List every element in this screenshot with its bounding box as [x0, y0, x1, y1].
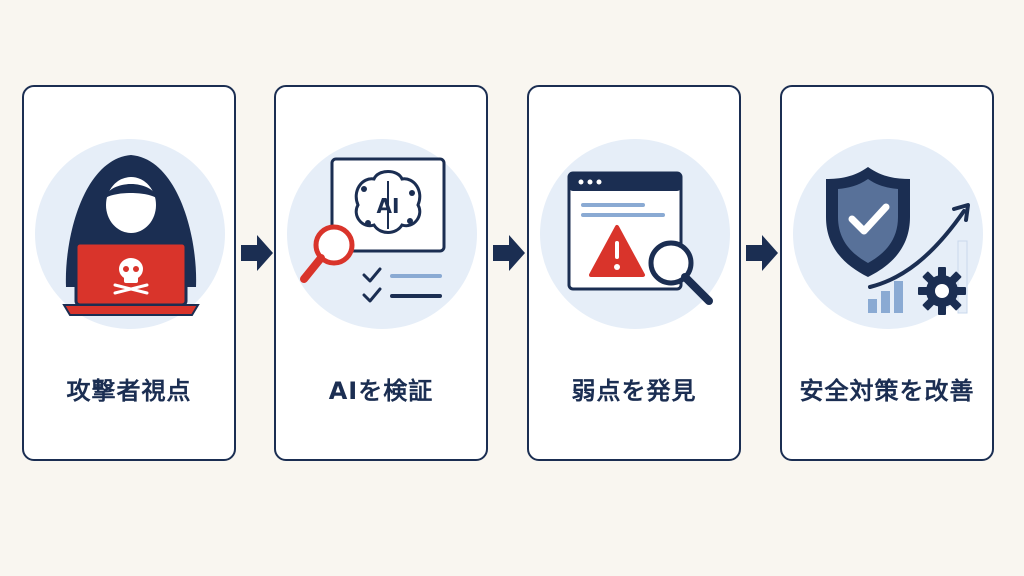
step-label: 弱点を発見 [571, 377, 697, 405]
step-label: AIを検証 [328, 377, 434, 405]
step-card-3: 弱点を発見 [527, 85, 741, 461]
step-label: 安全対策を改善 [799, 377, 975, 405]
ai-icon-text: AI [377, 194, 400, 218]
hacker-laptop-icon [62, 155, 200, 316]
warning-window-search-icon [567, 171, 713, 305]
step-card-1: 攻撃者視点 [22, 85, 236, 461]
shield-check-growth-icon [826, 167, 970, 315]
ai-brain-inspection-icon: AI [300, 157, 446, 303]
arrow-right-icon [493, 235, 525, 271]
step-card-2: AI AIを検証 [274, 85, 488, 461]
arrow-right-icon [746, 235, 778, 271]
arrow-right-icon [241, 235, 273, 271]
step-card-4: 安全対策を改善 [780, 85, 994, 461]
step-label: 攻撃者視点 [66, 377, 192, 405]
